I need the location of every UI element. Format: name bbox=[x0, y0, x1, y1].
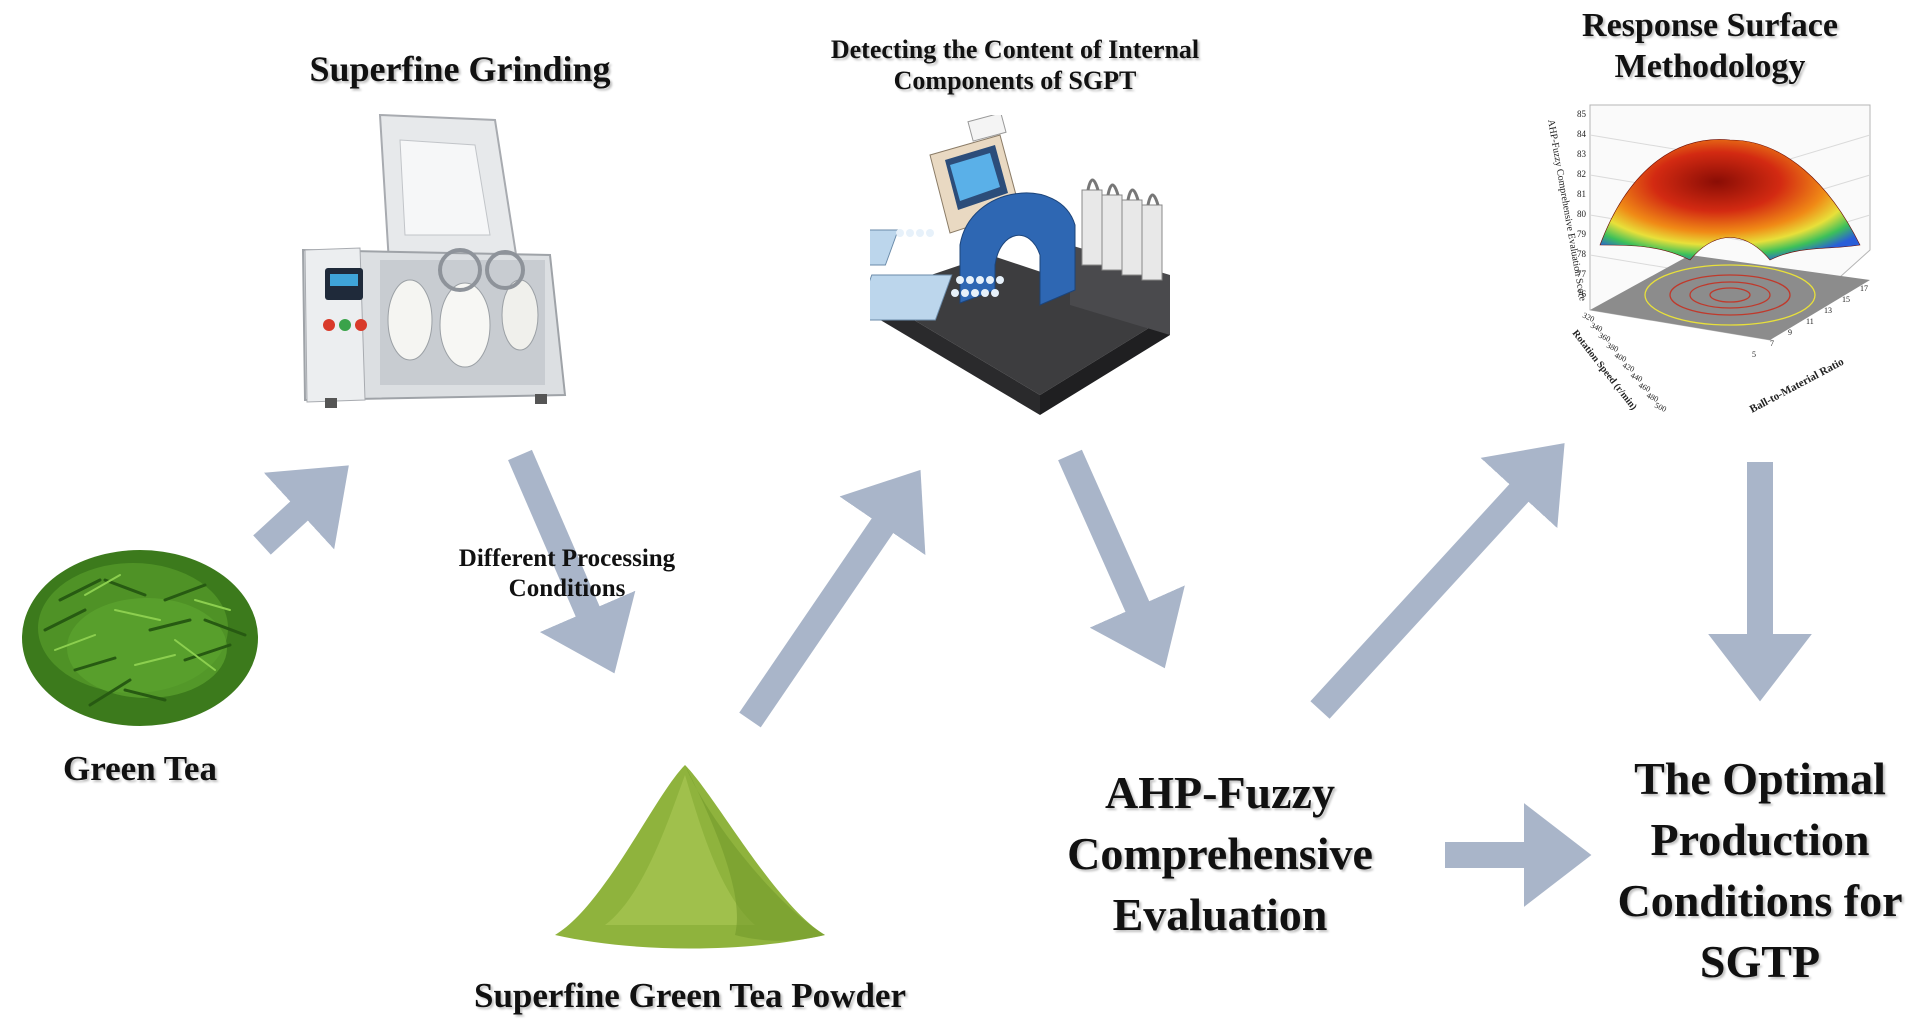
arrow-powder-to-detecting bbox=[739, 469, 926, 728]
ball-mill-image bbox=[301, 113, 567, 408]
z-tick: 77 bbox=[1577, 269, 1587, 279]
y-tick: 13 bbox=[1824, 306, 1832, 315]
z-tick: 81 bbox=[1577, 189, 1586, 199]
powder-label: Superfine Green Tea Powder bbox=[474, 976, 906, 1015]
y-tick: 15 bbox=[1842, 295, 1850, 304]
z-tick: 84 bbox=[1577, 129, 1587, 139]
z-tick: 82 bbox=[1577, 169, 1586, 179]
y-tick-labels: 17 15 13 11 9 7 5 bbox=[1752, 284, 1868, 359]
optimal-conditions-label: The Optimal Production Conditions for SG… bbox=[1617, 753, 1903, 987]
y-axis-label: Ball-to-Material Ratio bbox=[1748, 356, 1847, 416]
arrow-ahp-to-rsm bbox=[1310, 443, 1565, 719]
green-tea-image bbox=[22, 550, 258, 726]
arrow-tea-to-grinding bbox=[253, 465, 349, 555]
z-tick: 85 bbox=[1577, 109, 1587, 119]
arrow-detecting-to-ahp bbox=[1058, 449, 1185, 669]
response-surface-plot: 85 84 83 82 81 80 79 78 77 76 AHP-Fuzzy … bbox=[1545, 104, 1871, 416]
y-tick: 5 bbox=[1752, 350, 1756, 359]
tea-powder-image bbox=[555, 765, 825, 949]
ahp-fuzzy-label: AHP-Fuzzy Comprehensive Evaluation bbox=[1067, 767, 1373, 940]
y-tick: 9 bbox=[1788, 328, 1792, 337]
arrow-grinding-to-powder bbox=[508, 449, 636, 674]
y-tick: 17 bbox=[1860, 284, 1868, 293]
different-processing-label: Different Processing Conditions bbox=[458, 545, 676, 602]
z-tick: 79 bbox=[1577, 229, 1587, 239]
y-tick: 7 bbox=[1770, 339, 1774, 348]
z-tick: 80 bbox=[1577, 209, 1587, 219]
x-tick: 500 bbox=[1653, 401, 1668, 414]
z-tick: 83 bbox=[1577, 149, 1587, 159]
hplc-instrument-image bbox=[870, 115, 1170, 415]
y-tick: 11 bbox=[1806, 317, 1814, 326]
superfine-grinding-label: Superfine Grinding bbox=[309, 49, 611, 89]
z-tick: 76 bbox=[1577, 289, 1587, 299]
detecting-label: Detecting the Content of Internal Compon… bbox=[830, 35, 1200, 96]
green-tea-label: Green Tea bbox=[63, 749, 217, 788]
rsm-label: Response Surface Methodology bbox=[1582, 7, 1838, 85]
z-tick-labels: 85 84 83 82 81 80 79 78 77 76 bbox=[1577, 109, 1587, 299]
z-tick: 78 bbox=[1577, 249, 1587, 259]
